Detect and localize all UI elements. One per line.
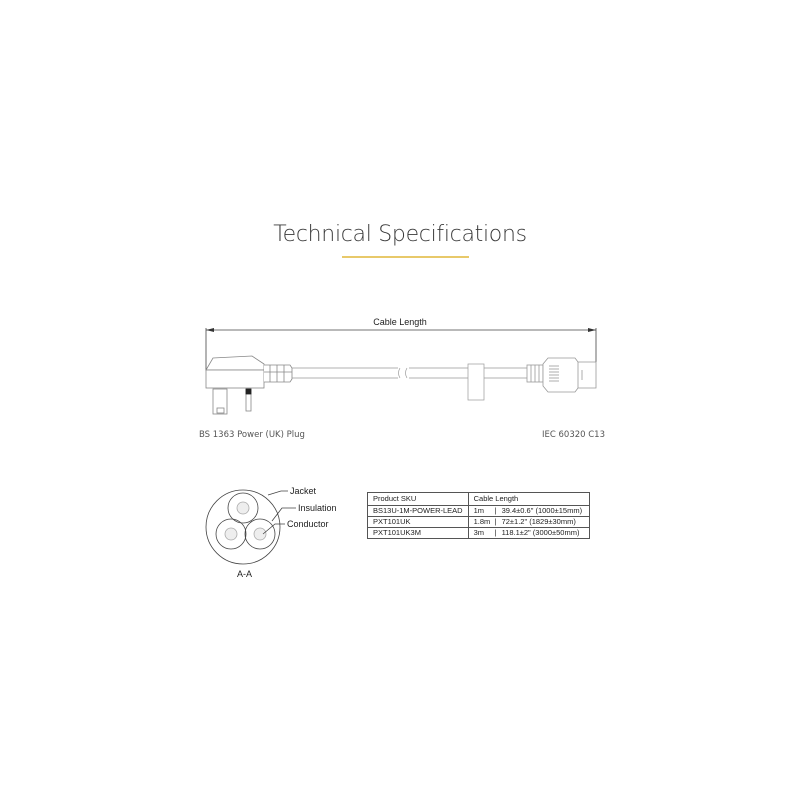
page-title: Technical Specifications [273,222,527,247]
length-m: 1m [473,506,485,515]
sku-cell: BS13U-1M-POWER-LEAD [367,505,469,517]
separator: | [494,517,497,526]
uk-plug-label: BS 1363 Power (UK) Plug [199,430,305,440]
table-row: BS13U-1M-POWER-LEAD 1m | 39.4±0.6" (1000±1… [367,505,590,517]
cable-tie-icon [467,363,485,401]
iec-c13-label: IEC 60320 C13 [541,430,605,440]
length-cell: 1.8m| 72±1.2" (1829±30mm) [467,516,590,528]
iec-c13-connector-icon [526,357,597,393]
cable-length-label: Cable Length [373,317,427,327]
length-m: 1.8m [473,517,491,526]
header-product-sku: Product SKU [367,492,469,506]
uk-plug-icon [205,355,293,415]
length-detail: 72±1.2" (1829±30mm) [501,517,576,526]
header-cable-length: Cable Length [467,492,590,506]
conductor-label: Conductor [287,519,329,529]
insulation-label: Insulation [298,503,337,513]
separator: | [494,528,497,537]
dimension-line [205,328,597,370]
jacket-label: Jacket [290,486,317,496]
spec-table: Product SKU Cable Length BS13U-1M-POWER-… [367,492,590,539]
table-header-row: Product SKU Cable Length [367,492,590,506]
sku-cell: PXT101UK [367,516,469,528]
length-detail: 39.4±0.6" (1000±15mm) [501,506,583,515]
separator: | [494,506,497,515]
section-label: A-A [237,569,253,579]
length-cell: 3m | 118.1±2" (3000±50mm) [467,527,590,539]
title-underline [342,256,469,258]
length-m: 3m [473,528,485,537]
length-cell: 1m | 39.4±0.6" (1000±15mm) [467,505,590,517]
cable-cross-section-icon [205,489,296,565]
sku-cell: PXT101UK3M [367,527,469,539]
table-row: PXT101UK 1.8m| 72±1.2" (1829±30mm) [367,516,590,528]
length-detail: 118.1±2" (3000±50mm) [501,528,580,537]
table-row: PXT101UK3M 3m | 118.1±2" (3000±50mm) [367,527,590,539]
cable-segment-left [292,367,408,379]
